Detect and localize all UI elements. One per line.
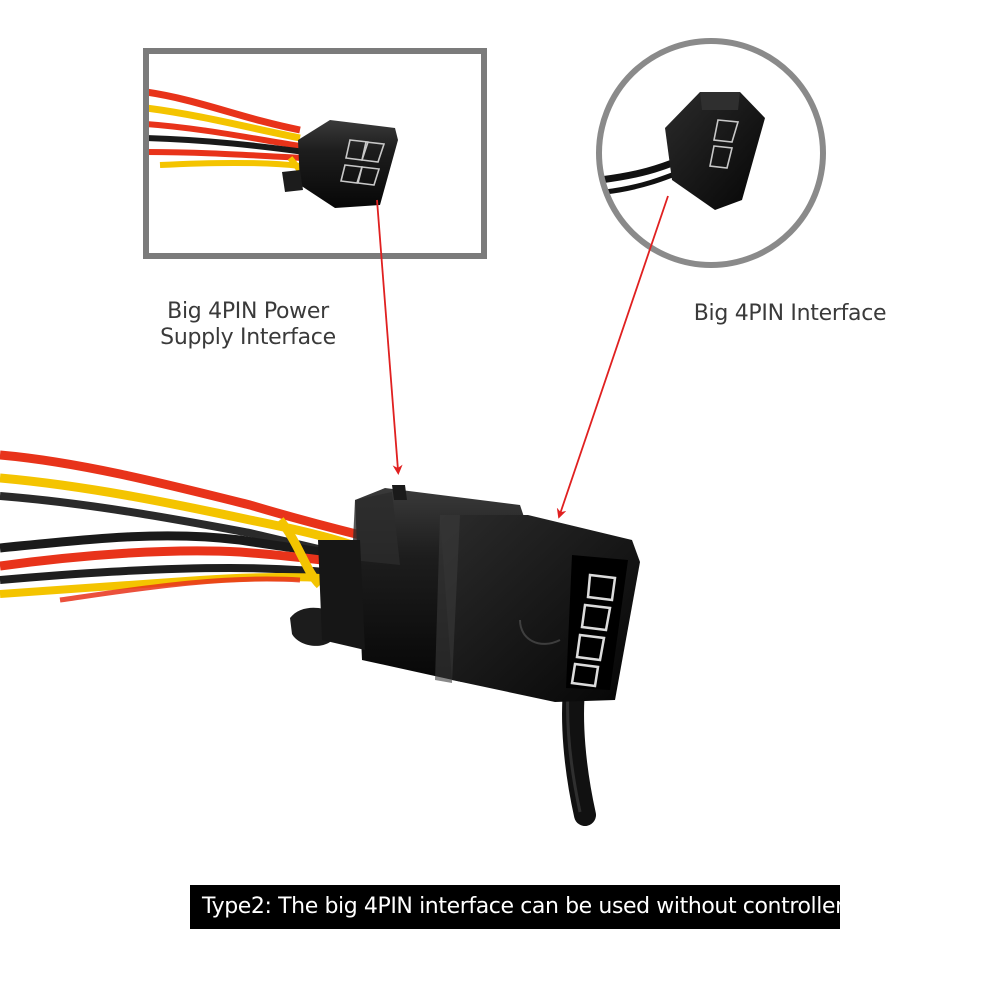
inset-interface-connector xyxy=(596,38,826,268)
caption-text: Type2: The big 4PIN interface can be use… xyxy=(202,894,844,919)
label-power-supply-text: Big 4PIN Power Supply Interface xyxy=(160,299,336,350)
pointer-arrow-interface xyxy=(556,195,669,519)
pointer-arrow-power xyxy=(376,199,403,475)
label-power-supply: Big 4PIN Power Supply Interface xyxy=(158,299,338,351)
inset-circle-frame xyxy=(596,38,826,268)
label-interface-text: Big 4PIN Interface xyxy=(693,301,887,326)
inset-frame xyxy=(143,48,487,259)
inset-power-supply-connector xyxy=(143,48,487,259)
label-interface: Big 4PIN Interface xyxy=(690,301,890,327)
caption-banner: Type2: The big 4PIN interface can be use… xyxy=(190,885,844,929)
wire-bundle xyxy=(0,450,362,603)
molex-connector-main xyxy=(290,485,640,702)
